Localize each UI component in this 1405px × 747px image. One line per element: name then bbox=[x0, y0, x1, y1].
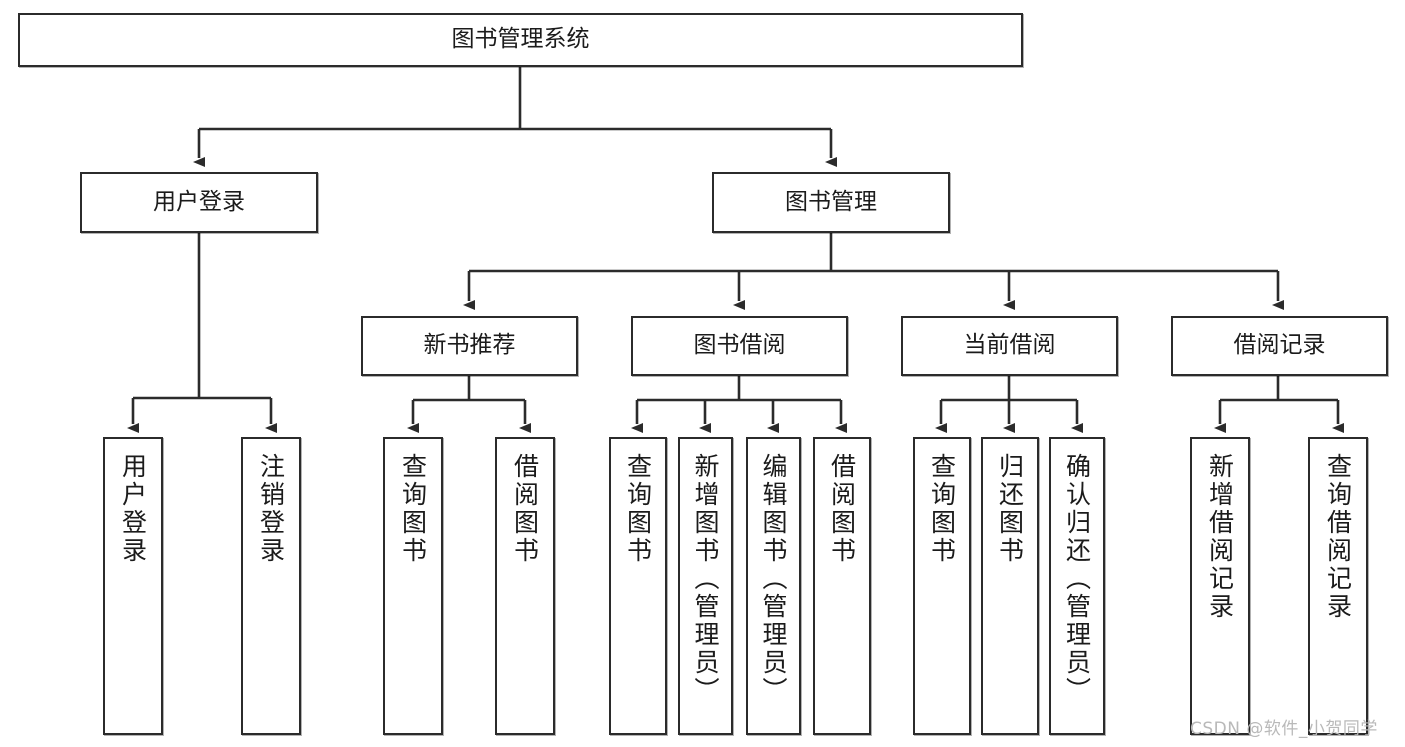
node-leaf-borrow-book-2[interactable]: 借阅图书 bbox=[813, 437, 871, 735]
node-new-book-recommend[interactable]: 新书推荐 bbox=[361, 316, 578, 376]
node-leaf-query-book-3[interactable]: 查询图书 bbox=[913, 437, 971, 735]
node-leaf-query-borrow-record-label: 查询借阅记录 bbox=[1323, 453, 1353, 621]
watermark-text: CSDN @软件_小贺同学 bbox=[1190, 719, 1378, 739]
node-leaf-return-book[interactable]: 归还图书 bbox=[981, 437, 1039, 735]
node-leaf-borrow-book-1[interactable]: 借阅图书 bbox=[495, 437, 555, 735]
node-leaf-add-borrow-record-label: 新增借阅记录 bbox=[1205, 453, 1235, 621]
node-current-borrow[interactable]: 当前借阅 bbox=[901, 316, 1118, 376]
node-user-login[interactable]: 用户登录 bbox=[80, 172, 318, 233]
node-book-management[interactable]: 图书管理 bbox=[712, 172, 950, 233]
node-leaf-query-book-3-label: 查询图书 bbox=[927, 453, 957, 565]
node-leaf-edit-book-admin[interactable]: 编辑图书（管理员） bbox=[746, 437, 801, 735]
node-current-borrow-label: 当前借阅 bbox=[963, 332, 1056, 359]
node-book-management-label: 图书管理 bbox=[785, 188, 877, 215]
node-leaf-logout-login-label: 注销登录 bbox=[256, 453, 286, 565]
node-leaf-confirm-return-admin-label: 确认归还（管理员） bbox=[1062, 453, 1092, 705]
node-leaf-query-book-2[interactable]: 查询图书 bbox=[609, 437, 667, 735]
node-leaf-confirm-return-admin[interactable]: 确认归还（管理员） bbox=[1049, 437, 1105, 735]
node-root[interactable]: 图书管理系统 bbox=[18, 13, 1023, 67]
node-borrow-record[interactable]: 借阅记录 bbox=[1171, 316, 1388, 376]
node-leaf-borrow-book-1-label: 借阅图书 bbox=[510, 453, 540, 565]
node-leaf-query-book-2-label: 查询图书 bbox=[623, 453, 653, 565]
node-leaf-add-book-admin[interactable]: 新增图书（管理员） bbox=[678, 437, 733, 735]
node-leaf-edit-book-admin-label: 编辑图书（管理员） bbox=[759, 453, 788, 705]
node-leaf-add-borrow-record[interactable]: 新增借阅记录 bbox=[1190, 437, 1250, 735]
node-leaf-return-book-label: 归还图书 bbox=[995, 453, 1025, 565]
node-leaf-logout-login[interactable]: 注销登录 bbox=[241, 437, 301, 735]
node-root-label: 图书管理系统 bbox=[451, 26, 590, 53]
node-leaf-query-book-1-label: 查询图书 bbox=[398, 453, 428, 565]
node-leaf-query-book-1[interactable]: 查询图书 bbox=[383, 437, 443, 735]
node-book-borrow[interactable]: 图书借阅 bbox=[631, 316, 848, 376]
node-book-borrow-label: 图书借阅 bbox=[693, 332, 786, 359]
node-new-book-recommend-label: 新书推荐 bbox=[423, 332, 516, 359]
node-borrow-record-label: 借阅记录 bbox=[1233, 332, 1326, 359]
node-leaf-borrow-book-2-label: 借阅图书 bbox=[827, 453, 857, 565]
node-leaf-add-book-admin-label: 新增图书（管理员） bbox=[691, 453, 720, 705]
node-leaf-user-login-label: 用户登录 bbox=[118, 453, 148, 565]
node-leaf-query-borrow-record[interactable]: 查询借阅记录 bbox=[1308, 437, 1368, 735]
node-user-login-label: 用户登录 bbox=[153, 188, 245, 215]
node-leaf-user-login[interactable]: 用户登录 bbox=[103, 437, 163, 735]
